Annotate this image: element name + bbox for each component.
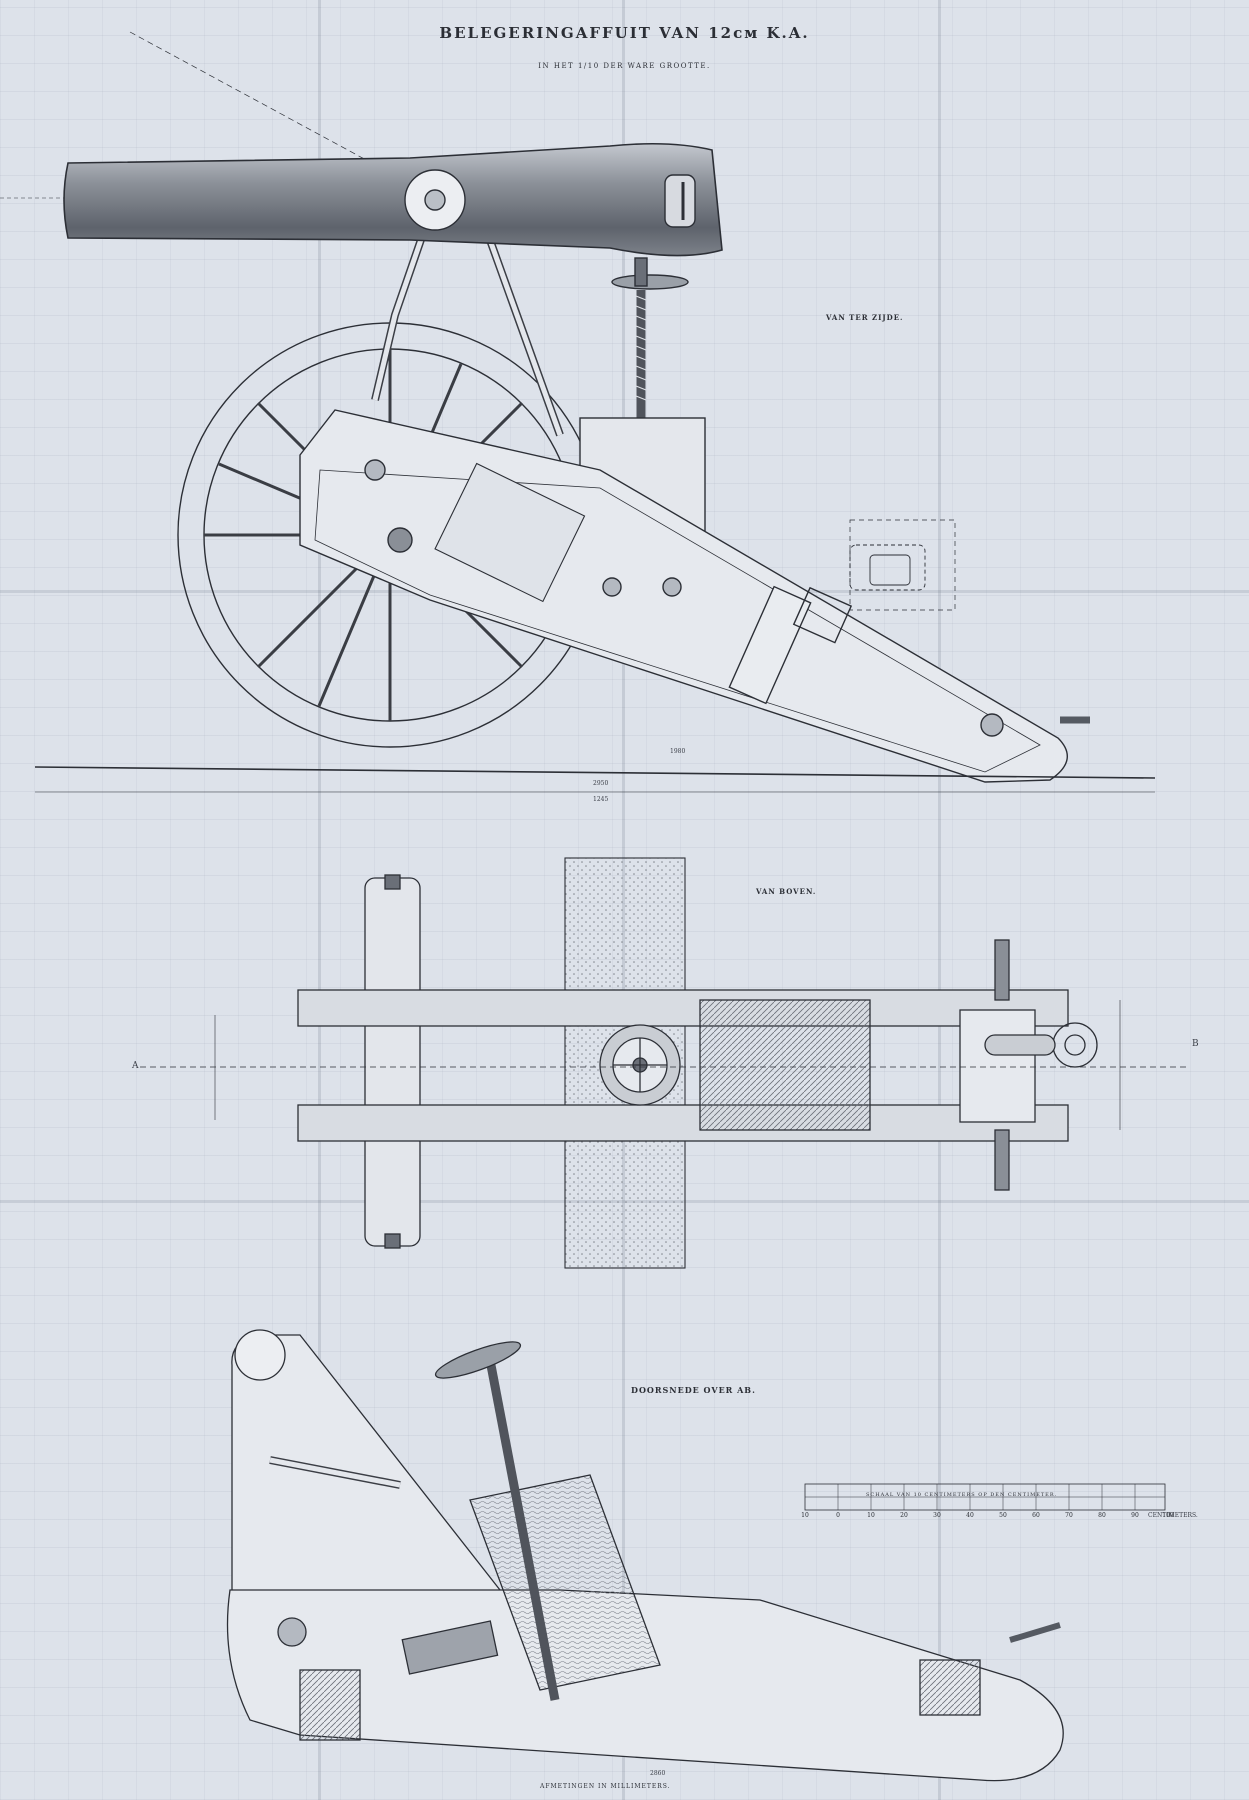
scale-tick-label: 0 <box>836 1512 840 1519</box>
scale-tick-label: 70 <box>1065 1512 1073 1519</box>
top-view <box>140 857 1190 1269</box>
section-wood-block <box>469 1474 661 1691</box>
wood-block <box>699 999 871 1131</box>
scale-tick-label: 40 <box>966 1512 974 1519</box>
dimension-label: 1980 <box>670 748 686 755</box>
axle <box>364 877 421 1247</box>
side-view-label: VAN TER ZIJDE. <box>826 313 904 322</box>
scale-bar <box>804 1483 1166 1511</box>
drawing-title: BELEGERINGAFFUIT VAN 12ᴄᴍ K.A. <box>439 24 810 42</box>
section-view-label: DOORSNEDE OVER AB. <box>631 1385 756 1395</box>
drawing-subtitle: IN HET 1/10 DER WARE GROOTTE. <box>538 62 711 70</box>
left-beam <box>297 989 1069 1027</box>
units-note: AFMETINGEN IN MILLIMETERS. <box>540 1783 671 1790</box>
right-beam <box>297 1104 1069 1142</box>
scale-tick-label: 90 <box>1131 1512 1139 1519</box>
scale-caption: SCHAAL VAN 10 CENTIMETERS OP DEN CENTIME… <box>866 1492 1058 1498</box>
scale-tick-label: 10 <box>867 1512 875 1519</box>
fold-line <box>318 0 321 1800</box>
scale-unit: CENTIMETERS. <box>1148 1512 1198 1519</box>
marker-a: A <box>132 1061 139 1071</box>
marker-b: B <box>1192 1039 1199 1049</box>
scale-tick-label: 30 <box>933 1512 941 1519</box>
dimension-label: 2950 <box>593 780 609 787</box>
barrel <box>63 142 723 257</box>
scale-tick-label: 100 <box>1162 1512 1174 1519</box>
scale-tick-label: 20 <box>900 1512 908 1519</box>
scale-tick-label: 80 <box>1098 1512 1106 1519</box>
scale-tick-label: 60 <box>1032 1512 1040 1519</box>
top-view-label: VAN BOVEN. <box>756 887 817 896</box>
dimension-label: 1245 <box>593 796 609 803</box>
scale-tick-label: 10 <box>801 1512 809 1519</box>
side-view <box>0 31 1156 793</box>
section-view <box>226 1329 1064 1782</box>
fold-line <box>938 0 941 1800</box>
scale-tick-label: 50 <box>999 1512 1007 1519</box>
dimension-label: 2860 <box>650 1770 666 1777</box>
